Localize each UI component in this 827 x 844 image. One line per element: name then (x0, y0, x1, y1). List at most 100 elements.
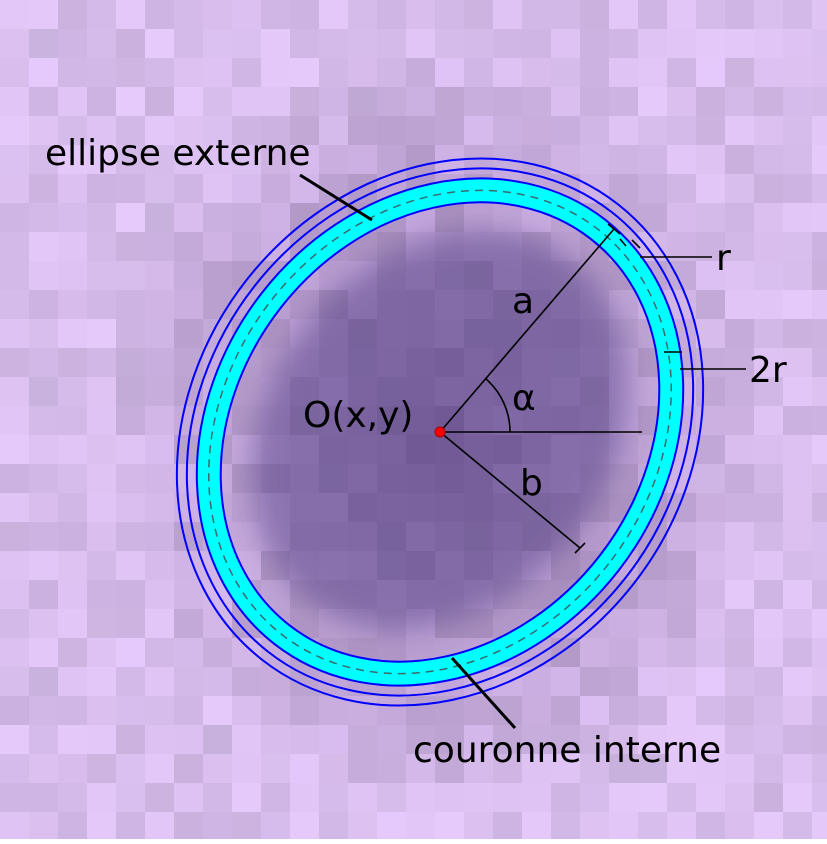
background-pixel (232, 667, 262, 697)
background-pixel (754, 116, 784, 146)
background-pixel (0, 638, 30, 668)
background-pixel (667, 783, 697, 813)
background-pixel (754, 609, 784, 639)
background-pixel (0, 580, 30, 610)
background-pixel (812, 609, 827, 639)
background-pixel (377, 116, 407, 146)
background-pixel (464, 145, 494, 175)
background-pixel (145, 116, 175, 146)
background-pixel (58, 435, 88, 465)
background-pixel (754, 145, 784, 175)
background-pixel (261, 87, 291, 117)
background-pixel (174, 522, 204, 552)
background-pixel (522, 667, 552, 697)
background-pixel (638, 812, 668, 839)
background-pixel (87, 754, 117, 784)
background-pixel (0, 145, 30, 175)
background-pixel (406, 0, 436, 30)
background-pixel (696, 522, 726, 552)
background-pixel (174, 754, 204, 784)
background-pixel (174, 116, 204, 146)
background-pixel (783, 232, 813, 262)
background-pixel (29, 174, 59, 204)
background-pixel (174, 406, 204, 436)
background-pixel (812, 232, 827, 262)
background-pixel (696, 464, 726, 494)
background-pixel (145, 319, 175, 349)
background-pixel (377, 58, 407, 88)
background-pixel (116, 58, 146, 88)
background-pixel (116, 87, 146, 117)
background-pixel (116, 319, 146, 349)
background-pixel (319, 58, 349, 88)
background-pixel (754, 261, 784, 291)
background-pixel (406, 725, 436, 755)
background-pixel (232, 522, 262, 552)
background-pixel (87, 203, 117, 233)
background-pixel (87, 261, 117, 291)
background-pixel (0, 348, 30, 378)
background-pixel (145, 174, 175, 204)
background-pixel (261, 812, 291, 839)
background-pixel (667, 551, 697, 581)
background-pixel (754, 174, 784, 204)
background-pixel (725, 319, 755, 349)
background-pixel (58, 754, 88, 784)
background-pixel (464, 116, 494, 146)
background-pixel (116, 725, 146, 755)
background-pixel (29, 232, 59, 262)
background-pixel (754, 638, 784, 668)
background-pixel (290, 29, 320, 59)
background-pixel (696, 696, 726, 726)
background-pixel (551, 812, 581, 839)
background-pixel (87, 522, 117, 552)
crown-outer-edge (195, 177, 685, 687)
background-pixel (493, 725, 523, 755)
background-pixel (551, 638, 581, 668)
background-pixel (638, 203, 668, 233)
background-pixel (725, 87, 755, 117)
background-pixel (319, 812, 349, 839)
background-pixel (725, 725, 755, 755)
background-pixel (0, 58, 30, 88)
background-pixel (464, 87, 494, 117)
background-pixel (580, 638, 610, 668)
background-pixel (58, 290, 88, 320)
background-pixel (232, 0, 262, 30)
background-pixel (145, 232, 175, 262)
background-pixel (29, 435, 59, 465)
background-pixel (406, 87, 436, 117)
background-pixel (232, 203, 262, 233)
background-pixel (145, 87, 175, 117)
background-pixel (609, 725, 639, 755)
background-pixel (145, 145, 175, 175)
background-pixel (261, 754, 291, 784)
background-pixel (754, 551, 784, 581)
background-pixel (203, 116, 233, 146)
background-pixel (290, 116, 320, 146)
background-pixel (696, 290, 726, 320)
background-pixel (58, 87, 88, 117)
background-pixel (638, 638, 668, 668)
background-pixel (58, 29, 88, 59)
background-pixel (174, 0, 204, 30)
background-pixel (435, 783, 465, 813)
background-pixel (812, 580, 827, 610)
background-pixel (783, 58, 813, 88)
background-pixel (0, 667, 30, 697)
semi-major-end-tick (607, 223, 621, 235)
background-pixel (87, 0, 117, 30)
background-pixel (580, 116, 610, 146)
background-pixel (0, 319, 30, 349)
background-pixel (551, 725, 581, 755)
background-pixel (29, 29, 59, 59)
background-pixel (319, 145, 349, 175)
background-pixel (667, 87, 697, 117)
background-pixel (116, 812, 146, 839)
background-pixel (116, 174, 146, 204)
background-pixel (116, 667, 146, 697)
background-pixel (464, 725, 494, 755)
background-pixel (696, 638, 726, 668)
background-pixel (377, 725, 407, 755)
background-pixel (116, 435, 146, 465)
